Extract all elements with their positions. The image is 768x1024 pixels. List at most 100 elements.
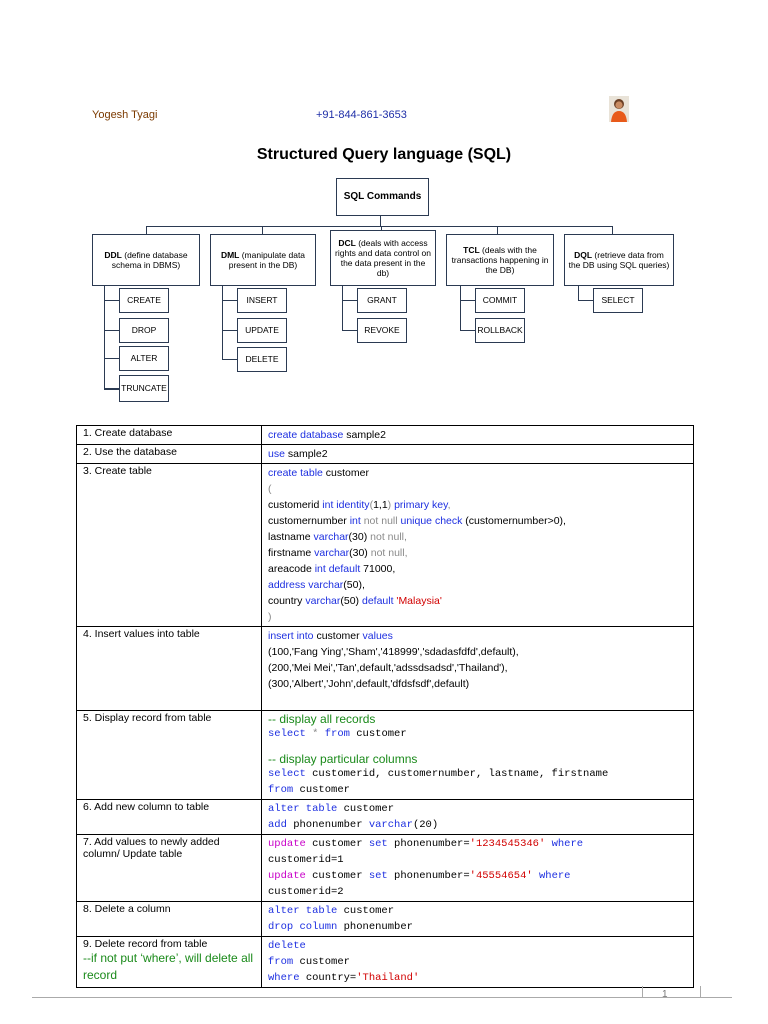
code-line: lastname varchar(30) not null,	[268, 529, 687, 545]
code-line: areacode int default 71000,	[268, 561, 687, 577]
dql-desc: (retrieve data from the DB using SQL que…	[568, 249, 670, 270]
code-keyword: alter table	[268, 905, 338, 917]
code-line: firstname varchar(30) not null,	[268, 545, 687, 561]
code-text: customer	[293, 956, 350, 968]
code-keyword: int default	[314, 563, 361, 575]
code-text: sample2	[284, 448, 328, 460]
row-label: 3. Create table	[76, 463, 262, 627]
row-note: --if not put ‘where’, will delete all re…	[83, 951, 254, 982]
dcl-desc: (deals with access rights and data contr…	[335, 237, 431, 279]
table-row: 7. Add values to newly added column/ Upd…	[76, 834, 694, 902]
author-photo	[609, 96, 629, 122]
table-row: 3. Create table create table customer ( …	[76, 463, 694, 627]
row-label: 8. Delete a column	[76, 901, 262, 937]
row-code: insert into customer values (100,'Fang Y…	[261, 626, 694, 711]
code-line: from customer	[268, 954, 687, 970]
code-keyword: delete	[268, 940, 306, 952]
code-text: not null,	[367, 547, 408, 559]
dml-delete: DELETE	[237, 347, 287, 372]
dml-box: DML (manipulate data present in the DB)	[210, 234, 316, 286]
code-string: 'Malaysia'	[393, 595, 442, 607]
dql-abbr: DQL	[574, 249, 593, 260]
ddl-alter: ALTER	[119, 346, 169, 371]
code-text: customer	[337, 905, 395, 917]
row-code: -- display all records select * from cus…	[261, 710, 694, 800]
table-row: 9. Delete record from table --if not put…	[76, 936, 694, 988]
code-keyword: int identity	[322, 499, 370, 511]
dcl-grant: GRANT	[357, 288, 407, 313]
ddl-drop: DROP	[119, 318, 169, 343]
code-text: country=	[299, 972, 357, 984]
tcl-commit: COMMIT	[475, 288, 525, 313]
code-comment: -- display all records	[268, 712, 376, 726]
ddl-box: DDL (define database schema in DBMS)	[92, 234, 200, 286]
code-text: customernumber	[268, 515, 350, 527]
code-keyword: from	[268, 956, 294, 968]
code-text: (20)	[412, 819, 439, 831]
dml-insert: INSERT	[237, 288, 287, 313]
dml-update: UPDATE	[237, 318, 287, 343]
footer-bracket-right	[700, 986, 701, 998]
code-text: *	[305, 728, 325, 740]
code-text: phonenumber=	[387, 870, 470, 882]
code-keyword: from	[324, 728, 350, 740]
table-row: 5. Display record from table -- display …	[76, 710, 694, 800]
code-text: (30)	[349, 547, 368, 559]
code-text: 71000,	[360, 563, 396, 575]
code-keyword: create table	[268, 467, 323, 479]
footer-divider	[32, 997, 732, 998]
row-code: create table customer ( customerid int i…	[261, 463, 694, 627]
row-code: delete from customer where country='Thai…	[261, 936, 694, 988]
code-keyword: from	[268, 784, 294, 796]
code-text: customer	[313, 630, 363, 642]
dcl-box: DCL (deals with access rights and data c…	[330, 230, 436, 286]
code-line: (200,'Mei Mei','Tan',default,'adssdsadsd…	[268, 662, 508, 674]
table-row: 1. Create database create database sampl…	[76, 425, 694, 445]
code-line: drop column phonenumber	[268, 919, 687, 935]
sql-commands-root: SQL Commands	[336, 178, 429, 216]
code-keyword: int	[349, 515, 361, 527]
row-code: alter table customer add phonenumber var…	[261, 799, 694, 835]
code-keyword: address varchar	[268, 579, 344, 591]
code-line: update customer set phonenumber='4555465…	[268, 868, 687, 884]
code-keyword: where	[545, 838, 584, 850]
code-text: sample2	[343, 429, 386, 441]
tcl-rollback: ROLLBACK	[475, 318, 525, 343]
row-code: update customer set phonenumber='1234545…	[261, 834, 694, 902]
code-text: (50)	[340, 595, 360, 607]
row-label: 1. Create database	[76, 425, 262, 445]
code-line: add phonenumber varchar(20)	[268, 817, 687, 833]
tcl-desc: (deals with the transactions happening i…	[451, 244, 549, 276]
dcl-abbr: DCL	[338, 237, 356, 248]
code-line: from customer	[268, 782, 687, 798]
code-keyword: select	[268, 768, 306, 780]
code-keyword: set	[368, 870, 388, 882]
row-label: 6. Add new column to table	[76, 799, 262, 835]
code-text: (customernumber>0),	[462, 515, 566, 527]
author-name: Yogesh Tyagi	[92, 109, 158, 121]
code-line: address varchar(50),	[268, 577, 687, 593]
code-text: customer	[337, 803, 395, 815]
code-keyword: set	[368, 838, 388, 850]
code-text: phonenumber	[286, 819, 369, 831]
code-text: (	[369, 499, 374, 511]
code-keyword: create database	[268, 429, 344, 441]
code-line: where country='Thailand'	[268, 970, 687, 986]
code-line: customernumber int not null unique check…	[268, 513, 687, 529]
code-text: customer	[322, 467, 369, 479]
code-keyword: add	[268, 819, 287, 831]
table-row: 8. Delete a column alter table customer …	[76, 901, 694, 937]
table-row: 6. Add new column to table alter table c…	[76, 799, 694, 835]
tcl-box: TCL (deals with the transactions happeni…	[446, 234, 554, 286]
code-text: country	[268, 595, 306, 607]
code-text: not null,	[367, 531, 407, 543]
code-string: 'Thailand'	[356, 972, 420, 984]
code-text: areacode	[268, 563, 315, 575]
ddl-create: CREATE	[119, 288, 169, 313]
code-text: phonenumber	[337, 921, 413, 933]
code-keyword: unique check	[397, 515, 463, 527]
row-label: 4. Insert values into table	[76, 626, 262, 711]
code-line: )	[268, 611, 272, 623]
row-code: alter table customer drop column phonenu…	[261, 901, 694, 937]
code-keyword: update	[268, 870, 306, 882]
